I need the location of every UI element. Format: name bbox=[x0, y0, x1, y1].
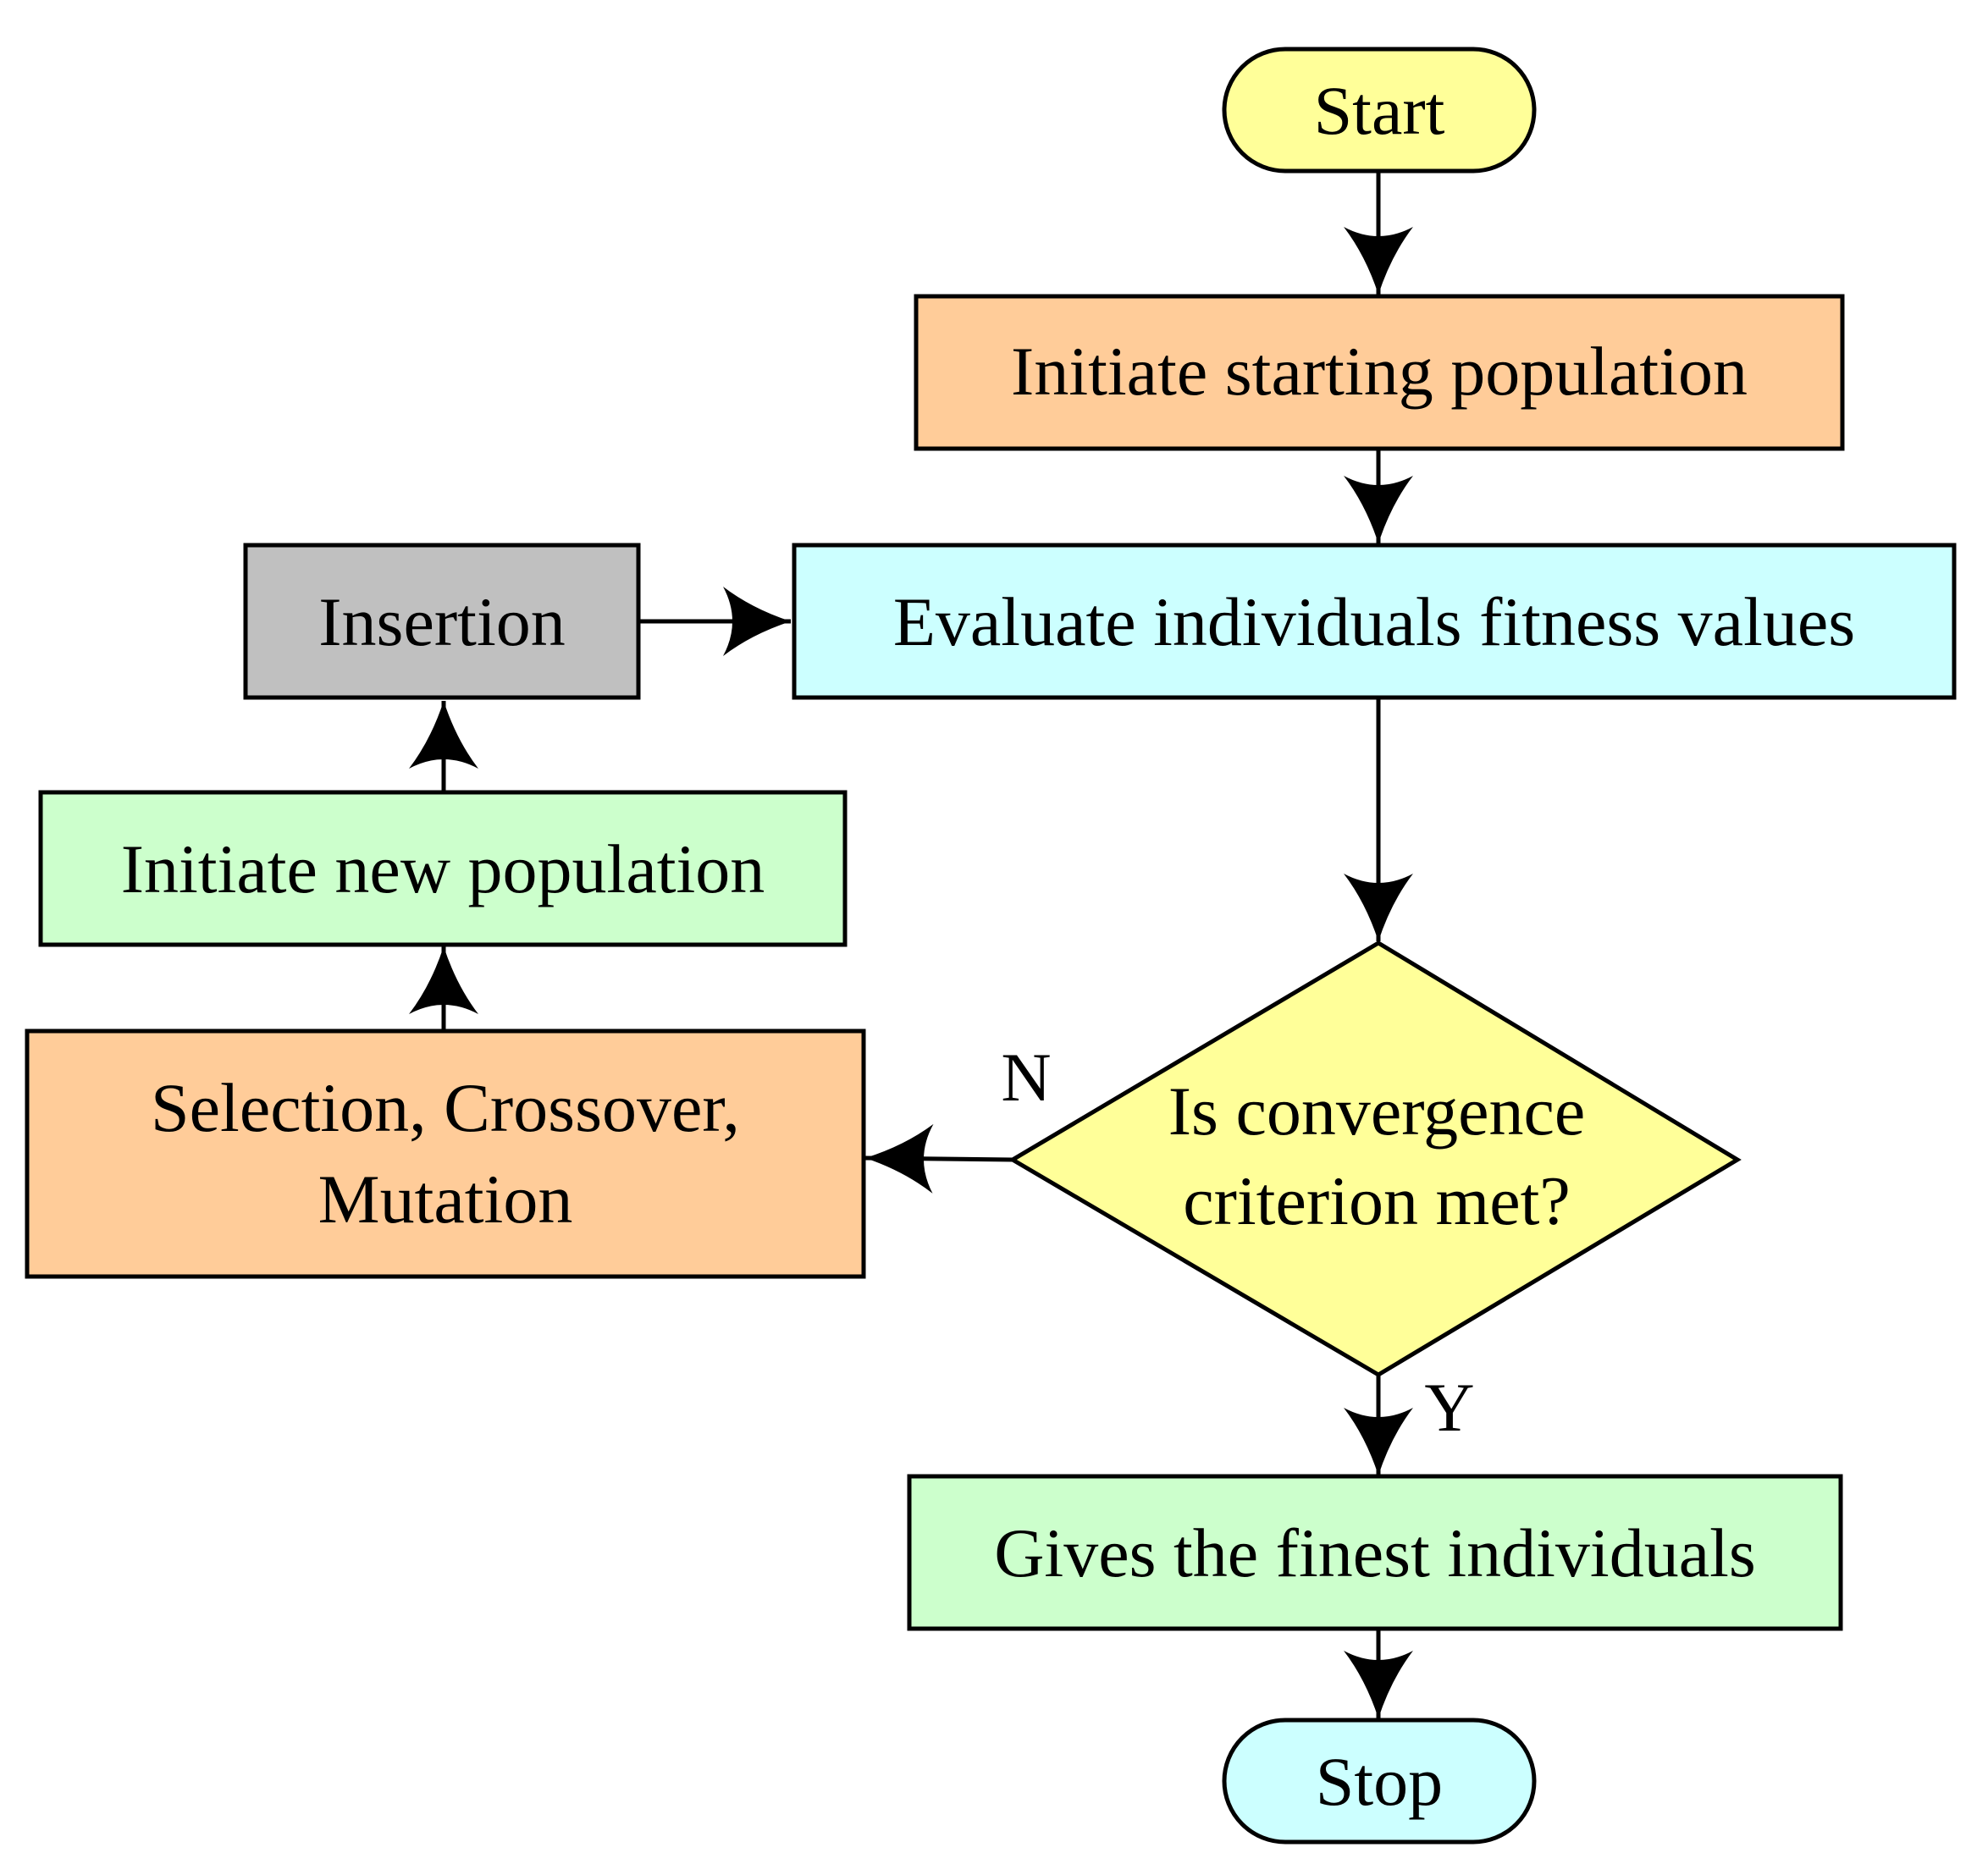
decision-shape bbox=[1008, 940, 1742, 1377]
evaluate-node: Evaluate individuals fitness values bbox=[792, 543, 1957, 700]
genetic-ops-label-line1: Selection, Crossover, bbox=[151, 1069, 740, 1146]
stop-label: Stop bbox=[1316, 1743, 1443, 1820]
start-label: Start bbox=[1314, 72, 1445, 149]
edges bbox=[409, 173, 1413, 1718]
finest-label: Gives the finest individuals bbox=[994, 1514, 1756, 1591]
evaluate-shape bbox=[792, 543, 1957, 700]
finest-node: Gives the finest individuals bbox=[907, 1474, 1843, 1631]
stop-node: Stop bbox=[1222, 1718, 1537, 1845]
new-population-shape bbox=[38, 790, 848, 947]
new-population-node: Initiate new population bbox=[38, 790, 848, 947]
insertion-label: Insertion bbox=[318, 583, 565, 660]
stop-shape bbox=[1222, 1718, 1537, 1845]
edge-label-yes: Y bbox=[1424, 1369, 1474, 1446]
genetic-ops-label-line2: Mutation bbox=[318, 1161, 573, 1238]
decision-label-line1: Is convergence bbox=[1168, 1073, 1586, 1150]
insertion-node: Insertion bbox=[243, 543, 641, 700]
finest-shape bbox=[907, 1474, 1843, 1631]
new-population-label: Initiate new population bbox=[121, 830, 765, 907]
init-population-node: Initiate starting population bbox=[914, 294, 1845, 451]
genetic-ops-shape bbox=[25, 1029, 866, 1279]
genetic-ops-node: Selection, Crossover, Mutation bbox=[25, 1029, 866, 1279]
decision-node: Is convergence criterion met? bbox=[1008, 940, 1742, 1377]
evaluate-label: Evaluate individuals fitness values bbox=[893, 583, 1855, 660]
edge-decision-to-genetic-ops bbox=[864, 1123, 1013, 1194]
insertion-shape bbox=[243, 543, 641, 700]
init-population-shape bbox=[914, 294, 1845, 451]
start-shape bbox=[1222, 47, 1537, 174]
start-node: Start bbox=[1222, 47, 1537, 174]
decision-label-line2: criterion met? bbox=[1183, 1162, 1571, 1239]
edge-label-no: N bbox=[1001, 1039, 1051, 1116]
init-population-label: Initiate starting population bbox=[1011, 333, 1748, 410]
